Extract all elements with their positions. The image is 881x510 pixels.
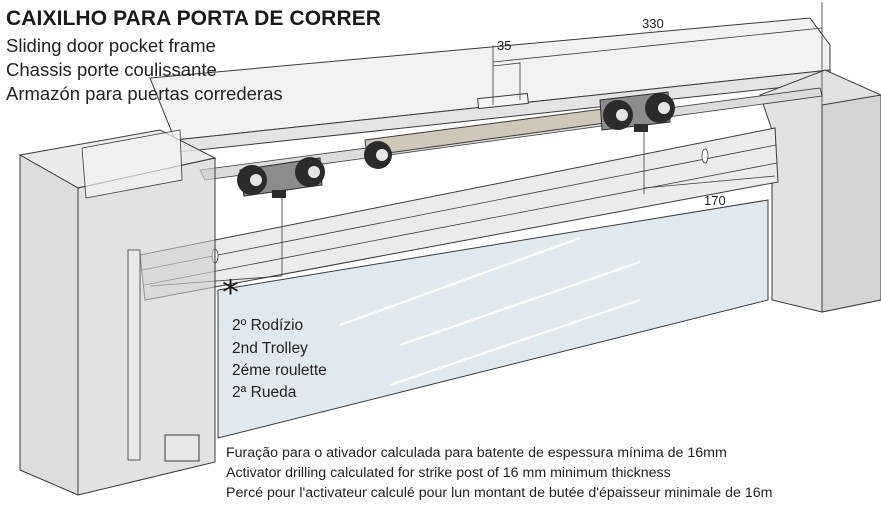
dim-170-line: [643, 175, 776, 189]
profile-edge-1: [141, 144, 777, 271]
right-wall-front: [821, 94, 881, 313]
left-trolley-wheel-2-hub: [306, 164, 322, 180]
subtitle-es: Armazón para puertas correderas: [6, 83, 283, 104]
dimension-170: 170: [704, 193, 726, 208]
note-pt: Furação para o ativador calculada para b…: [226, 445, 727, 461]
glass-reflection-2: [399, 261, 641, 346]
dimension-35: 35: [497, 38, 512, 53]
trolley-label-pt: 2º Rodízio: [232, 317, 304, 334]
left-wall-inner-frame: [81, 129, 183, 199]
dim-330-line: [492, 27, 823, 63]
top-beam: [149, 17, 831, 141]
left-trolley-bolt: [272, 190, 286, 198]
actuator-block: [477, 92, 529, 110]
strike-bracket: [164, 434, 200, 462]
right-trolley-bolt: [634, 124, 648, 132]
subtitle-en: Sliding door pocket frame: [6, 35, 216, 56]
glass-reflection-1: [339, 237, 581, 326]
left-wall-post: [127, 249, 141, 461]
note-en: Activator drilling calculated for strike…: [226, 465, 671, 481]
middle-wheel-hub: [374, 147, 390, 163]
trolley-label-es: 2ª Rueda: [232, 384, 297, 401]
right-trolley-wheel-2-hub: [656, 100, 672, 116]
trolley-label-fr: 2éme roulette: [232, 362, 327, 379]
trolley-label-en: 2nd Trolley: [232, 340, 308, 357]
subtitle-fr: Chassis porte coulissante: [6, 59, 217, 80]
glass-door: [217, 199, 769, 439]
dimension-330: 330: [642, 16, 664, 31]
right-trolley-wheel-1-hub: [614, 107, 630, 123]
dim-35-line: [492, 62, 521, 67]
profile-hole-right: [701, 148, 709, 164]
left-wall-side: [19, 154, 79, 496]
profile-edge-2: [143, 162, 778, 286]
asterisk-marker: *: [222, 273, 239, 313]
glass-reflection-3: [389, 299, 641, 386]
note-fr: Percé pour l'activateur calculé pour lun…: [226, 485, 773, 501]
left-trolley-wheel-1-hub: [248, 172, 264, 188]
page-title: CAIXILHO PARA PORTA DE CORRER: [6, 7, 382, 30]
